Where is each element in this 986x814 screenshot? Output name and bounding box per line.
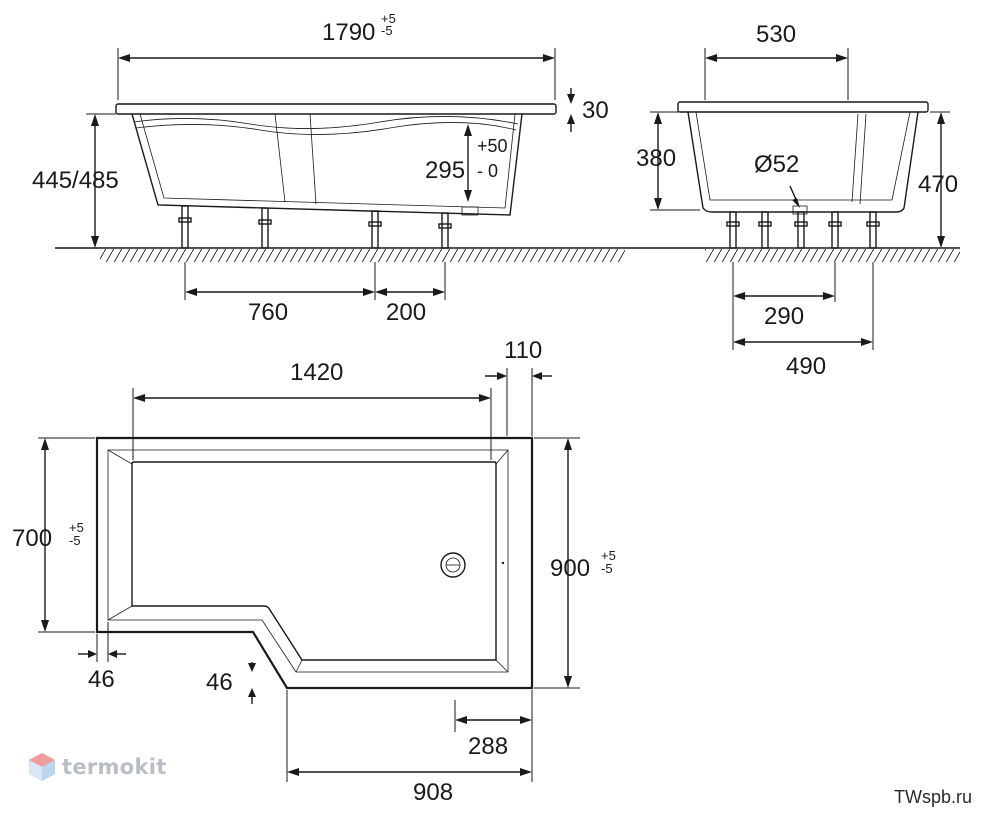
end-view: 530 380 470 Ø52 290 490 bbox=[636, 21, 958, 380]
leg-spacing-200: 200 bbox=[386, 299, 426, 326]
side-height-value: 445/485 bbox=[32, 167, 119, 194]
rim-value: 30 bbox=[582, 97, 609, 124]
narrow-width-value: 700 bbox=[12, 525, 52, 552]
side-drain bbox=[461, 206, 479, 216]
brand-watermark: termokit bbox=[28, 752, 167, 782]
drain-tol-plus: +50 bbox=[477, 136, 508, 156]
end-rim bbox=[677, 101, 929, 113]
corner-offset-value: 288 bbox=[468, 733, 508, 760]
wide-width-tol-plus: +5 bbox=[601, 548, 616, 563]
side-seam-b bbox=[309, 113, 317, 205]
brand-name: termokit bbox=[62, 755, 167, 779]
end-width-value: 530 bbox=[756, 21, 796, 48]
top-view: 1420 110 700 +5 -5 900 +5 -5 46 46 288 bbox=[12, 337, 616, 806]
drain-height-value: 295 bbox=[425, 157, 465, 184]
end-legs bbox=[726, 211, 880, 249]
top-basin bbox=[131, 461, 497, 661]
site-url: TWspb.ru bbox=[893, 787, 972, 807]
side-length-tol-plus: +5 bbox=[381, 11, 396, 26]
side-wave bbox=[133, 116, 519, 129]
drain-tol-minus: - 0 bbox=[477, 161, 498, 181]
top-outline bbox=[95, 436, 534, 690]
side-body bbox=[131, 113, 523, 216]
end-body-inner bbox=[695, 111, 911, 201]
leg-spacing-760: 760 bbox=[248, 299, 288, 326]
top-rim-line bbox=[107, 449, 509, 673]
floor-hatch-left bbox=[100, 249, 625, 262]
side-rim bbox=[115, 103, 557, 115]
narrow-width-tol-minus: -5 bbox=[69, 533, 81, 548]
step-value: 110 bbox=[504, 337, 542, 364]
side-view: 1790 +5 -5 30 445/485 295 +50 - 0 760 20… bbox=[32, 11, 960, 326]
wide-width-tol-minus: -5 bbox=[601, 561, 613, 576]
top-length-value: 1420 bbox=[290, 359, 343, 386]
end-body bbox=[687, 111, 919, 213]
side-legs bbox=[178, 205, 452, 249]
end-leg-spacing-290: 290 bbox=[764, 303, 804, 330]
side-body-inner bbox=[139, 113, 516, 209]
left-rim-value: 46 bbox=[88, 666, 115, 693]
floor-hatch-right bbox=[705, 249, 960, 262]
end-leg-spacing-490: 490 bbox=[786, 353, 826, 380]
end-height-value: 470 bbox=[918, 171, 958, 198]
top-drain-outer bbox=[440, 552, 466, 578]
side-wave-2 bbox=[135, 122, 517, 135]
side-seam-a bbox=[274, 113, 286, 203]
drain-diameter-value: Ø52 bbox=[754, 151, 799, 178]
wide-section-length-value: 908 bbox=[413, 779, 453, 806]
side-length-value: 1790 bbox=[322, 19, 375, 46]
end-drain bbox=[792, 205, 808, 215]
termokit-logo-icon bbox=[29, 753, 55, 781]
narrow-width-tol-plus: +5 bbox=[69, 520, 84, 535]
wide-width-value: 900 bbox=[550, 555, 590, 582]
front-rim-value: 46 bbox=[206, 669, 233, 696]
end-depth-value: 380 bbox=[636, 145, 676, 172]
side-length-tol-minus: -5 bbox=[381, 23, 393, 38]
